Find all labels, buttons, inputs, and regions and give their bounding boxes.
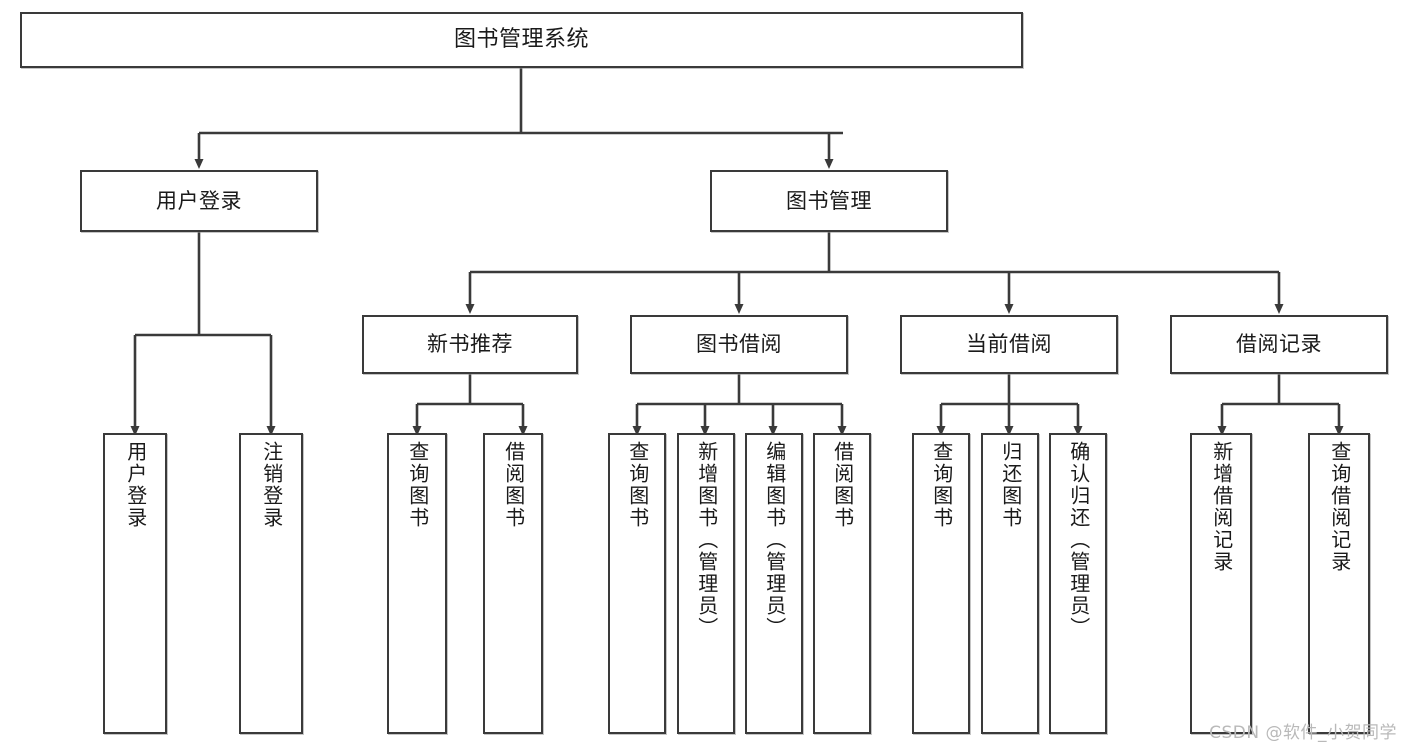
node-leaf-return-book[interactable]: 归还图书: [981, 433, 1039, 734]
node-user-login[interactable]: 用户登录: [80, 170, 318, 232]
node-book-borrow-label: 图书借阅: [696, 332, 782, 357]
node-leaf-confirm-return-label: 确认归还（管理员）: [1066, 441, 1091, 639]
node-leaf-return-book-label: 归还图书: [998, 441, 1023, 529]
watermark-text: CSDN @软件_小贺同学: [1209, 723, 1397, 743]
node-leaf-borrow-book-2-label: 借阅图书: [830, 441, 855, 529]
node-leaf-query-book-2-label: 查询图书: [625, 441, 650, 529]
node-root-label: 图书管理系统: [453, 27, 589, 53]
node-borrow-record-label: 借阅记录: [1236, 332, 1322, 357]
node-leaf-logout-label: 注销登录: [259, 441, 284, 529]
node-leaf-query-record-label: 查询借阅记录: [1327, 441, 1352, 573]
node-leaf-query-book-3-label: 查询图书: [929, 441, 954, 529]
node-leaf-query-book-1[interactable]: 查询图书: [387, 433, 447, 734]
node-leaf-borrow-book-2[interactable]: 借阅图书: [813, 433, 871, 734]
node-root[interactable]: 图书管理系统: [20, 12, 1023, 68]
node-book-manage-label: 图书管理: [786, 188, 872, 213]
node-leaf-edit-book-label: 编辑图书（管理员）: [762, 441, 787, 639]
node-leaf-confirm-return[interactable]: 确认归还（管理员）: [1049, 433, 1107, 734]
node-new-book-rec-label: 新书推荐: [427, 332, 513, 357]
node-leaf-logout[interactable]: 注销登录: [239, 433, 303, 734]
node-leaf-add-record-label: 新增借阅记录: [1209, 441, 1234, 573]
node-leaf-add-book[interactable]: 新增图书（管理员）: [677, 433, 735, 734]
node-new-book-rec[interactable]: 新书推荐: [362, 315, 578, 374]
node-leaf-query-book-1-label: 查询图书: [405, 441, 430, 529]
node-leaf-user-login[interactable]: 用户登录: [103, 433, 167, 734]
node-current-borrow-label: 当前借阅: [966, 332, 1052, 357]
node-current-borrow[interactable]: 当前借阅: [900, 315, 1118, 374]
node-leaf-query-record[interactable]: 查询借阅记录: [1308, 433, 1370, 734]
node-borrow-record[interactable]: 借阅记录: [1170, 315, 1388, 374]
node-book-manage[interactable]: 图书管理: [710, 170, 948, 232]
node-user-login-label: 用户登录: [156, 188, 242, 213]
node-book-borrow[interactable]: 图书借阅: [630, 315, 848, 374]
node-leaf-query-book-2[interactable]: 查询图书: [608, 433, 666, 734]
node-leaf-add-record[interactable]: 新增借阅记录: [1190, 433, 1252, 734]
node-leaf-borrow-book-1[interactable]: 借阅图书: [483, 433, 543, 734]
node-leaf-borrow-book-1-label: 借阅图书: [501, 441, 526, 529]
node-leaf-user-login-label: 用户登录: [123, 441, 148, 529]
node-leaf-query-book-3[interactable]: 查询图书: [912, 433, 970, 734]
node-leaf-edit-book[interactable]: 编辑图书（管理员）: [745, 433, 803, 734]
node-leaf-add-book-label: 新增图书（管理员）: [694, 441, 719, 639]
